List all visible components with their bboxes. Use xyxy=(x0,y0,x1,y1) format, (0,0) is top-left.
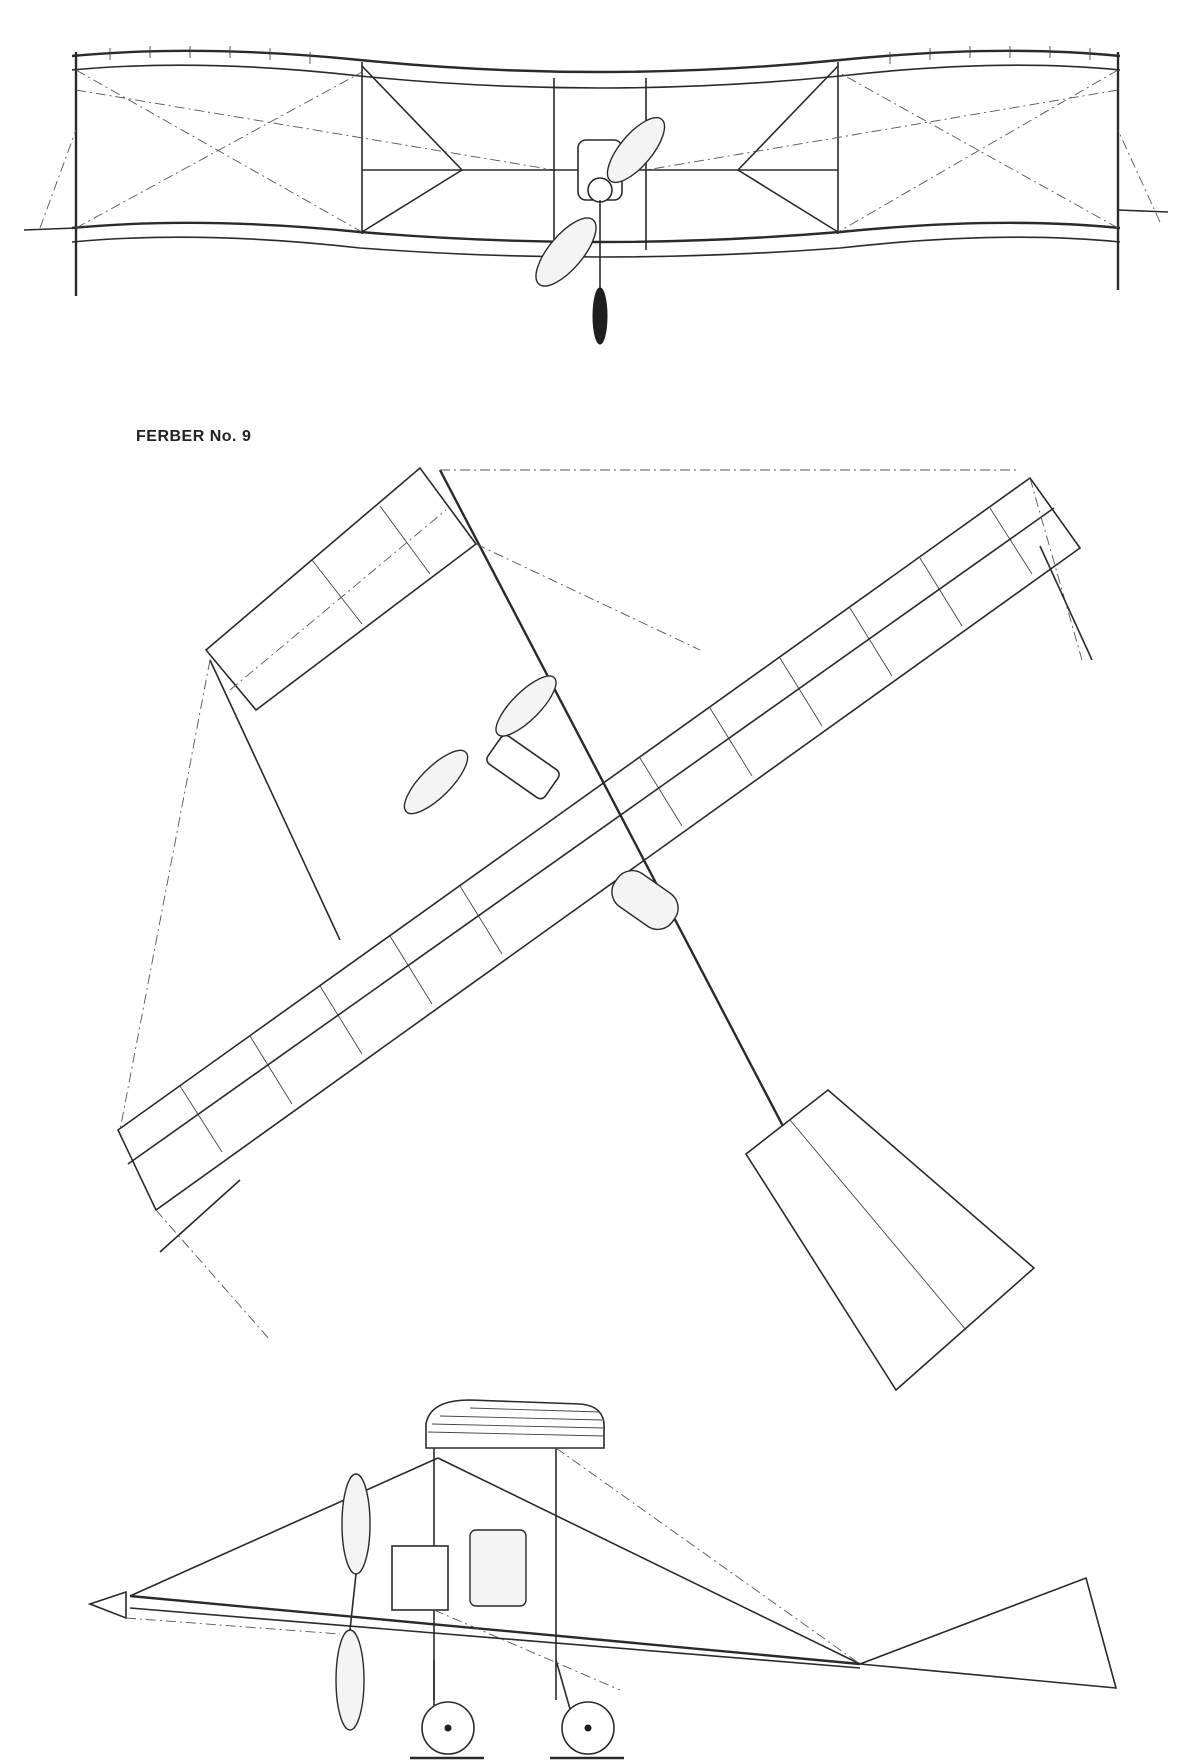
top-nacelle xyxy=(611,869,679,931)
front-upper-wing-trailing-edge xyxy=(71,64,1121,89)
side-upper-longeron xyxy=(129,1594,861,1666)
front-wheel xyxy=(592,287,608,345)
side-propeller-blade-upper xyxy=(341,1473,371,1575)
side-aft-upper-brace xyxy=(437,1457,861,1665)
side-rear-gear-leg xyxy=(555,1659,573,1717)
side-seat xyxy=(469,1529,527,1607)
front-view xyxy=(23,46,1169,345)
side-front-wheel-hub xyxy=(444,1724,452,1732)
top-right-tip-skid xyxy=(1039,545,1093,661)
front-left-outrigger xyxy=(23,227,77,231)
side-view xyxy=(87,1399,1118,1760)
top-view xyxy=(116,466,1093,1392)
top-bracing-wires xyxy=(119,469,1083,1341)
top-engine xyxy=(486,734,560,800)
side-forward-upper-brace xyxy=(129,1457,439,1597)
front-rib-ticks xyxy=(109,46,1091,64)
side-bracing-wires xyxy=(125,1447,861,1691)
front-propeller-hub xyxy=(587,177,613,203)
top-canard-boom xyxy=(209,659,341,941)
front-propeller-blade-upper xyxy=(606,116,666,184)
side-wing-rib-lines xyxy=(427,1407,605,1437)
front-upper-wing-leading-edge xyxy=(71,49,1121,74)
side-propeller-shaft xyxy=(349,1573,357,1631)
top-propeller-blade-lower xyxy=(403,749,469,815)
front-right-outrigger xyxy=(1117,209,1169,213)
side-tail xyxy=(859,1576,1118,1689)
top-canard-rib xyxy=(311,559,363,625)
top-left-tip-skid xyxy=(159,1179,241,1253)
top-canard xyxy=(204,466,478,712)
side-wing-cellule xyxy=(425,1399,605,1449)
top-main-wing xyxy=(116,476,1082,1212)
drawing-title: FERBER No. 9 xyxy=(136,428,252,445)
side-front-rudder xyxy=(87,1590,127,1620)
side-rear-wheel-hub xyxy=(584,1724,592,1732)
top-propeller-blade-upper xyxy=(495,675,557,737)
top-canard-rib-2 xyxy=(379,505,431,575)
side-lower-longeron xyxy=(129,1607,861,1669)
top-wing-spar xyxy=(127,507,1055,1165)
top-wing-ribs xyxy=(179,507,1033,1153)
front-propeller-blade-lower xyxy=(535,217,597,287)
side-engine xyxy=(391,1545,449,1611)
top-tail-rib xyxy=(789,1119,967,1331)
side-propeller-blade-lower xyxy=(335,1629,365,1731)
front-lower-wing-trailing-edge xyxy=(71,236,1121,258)
front-bracing-wires xyxy=(39,69,1161,233)
top-canard-spar xyxy=(229,509,447,691)
